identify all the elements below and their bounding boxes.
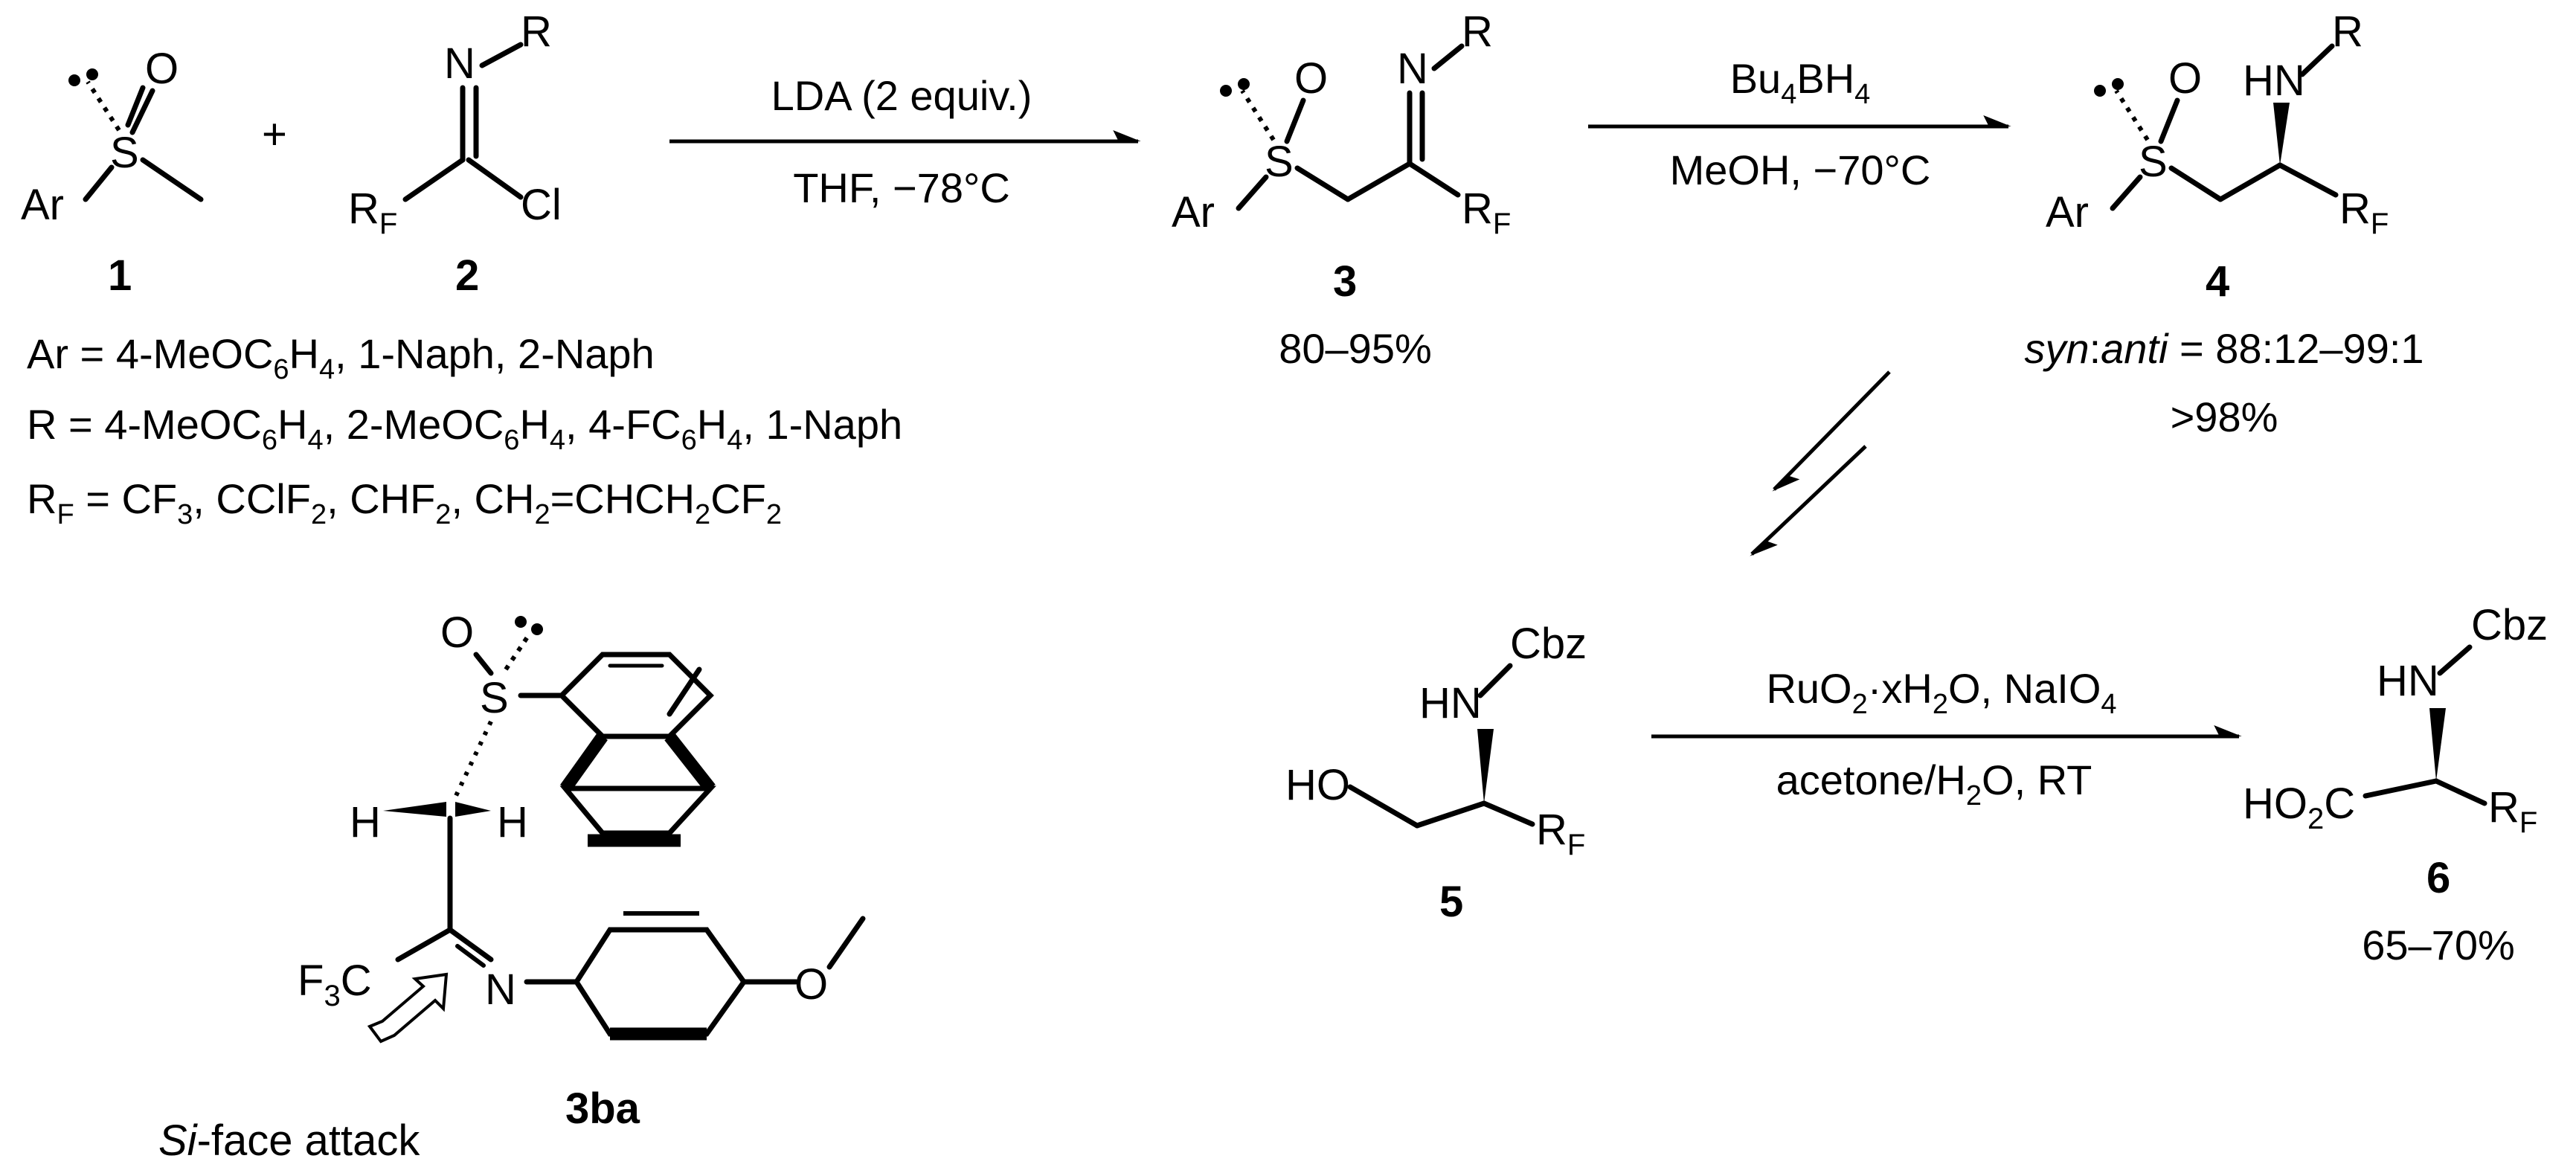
atom-rf: RF (1462, 184, 1511, 240)
wedge-bond (1477, 729, 1494, 803)
atom-rf: RF (2339, 184, 2389, 240)
substituent-definitions: Ar = 4-MeOC6H4, 1-Naph, 2-Naph R = 4-MeO… (27, 330, 902, 530)
atom-n: N (444, 39, 475, 88)
compound-4-label: 4 (2206, 257, 2229, 306)
atom-cbz: Cbz (2471, 601, 2548, 649)
atom-o: O (145, 45, 179, 93)
compound-6: HN Cbz HO2C RF 6 65–70% (2243, 601, 2548, 968)
attack-annotation: Si-face attack (158, 1116, 420, 1165)
arrow-1-reagent-below: THF, −78°C (793, 164, 1010, 211)
compound-3: Ar S O N R RF 3 80–95% (1172, 7, 1511, 372)
compound-3ba-label: 3ba (565, 1084, 640, 1133)
atom-h: H (350, 798, 381, 846)
atom-rf: RF (2488, 783, 2537, 839)
atom-n: N (485, 965, 516, 1014)
atom-s: S (1265, 138, 1294, 186)
atom-ar: Ar (1172, 188, 1215, 237)
atom-h: H (497, 798, 528, 846)
reaction-arrow-3: RuO2·xH2O, NaIO4 acetone/H2O, RT (1651, 665, 2242, 812)
rf-definition: RF = CF3, CClF2, CHF2, CH2=CHCH2CF2 (27, 475, 782, 530)
compound-5: HN Cbz HO RF 5 (1285, 620, 1587, 926)
wedge-bond (383, 802, 446, 817)
wedge-bond (2429, 708, 2446, 781)
atom-r: R (2332, 7, 2363, 56)
attack-arrow (367, 972, 449, 1044)
lone-pair-hash (1220, 78, 1276, 141)
atom-ar: Ar (21, 181, 64, 229)
lone-pair-hash (504, 616, 543, 671)
atom-rf: RF (348, 184, 397, 240)
atom-r: R (521, 7, 552, 56)
arrow-1-reagent-above: LDA (2 equiv.) (771, 72, 1032, 119)
compound-1: Ar S O 1 (21, 45, 204, 300)
atom-o: O (1294, 54, 1328, 103)
atom-cl: Cl (521, 181, 562, 229)
atom-ar: Ar (2046, 188, 2089, 237)
compound-4: Ar S O HN R RF 4 syn:anti = 88:12–99:1 >… (2024, 7, 2424, 440)
atom-s: S (2139, 138, 2168, 186)
ar-definition: Ar = 4-MeOC6H4, 1-Naph, 2-Naph (27, 330, 655, 385)
compound-6-label: 6 (2426, 854, 2450, 902)
compound-2-label: 2 (455, 251, 479, 300)
atom-o: O (794, 960, 828, 1009)
compound-3ba: O S H H F3C N (158, 608, 866, 1165)
compound-1-label: 1 (108, 251, 132, 300)
atom-s: S (110, 129, 139, 177)
arrow-2-reagent-below: MeOH, −70°C (1670, 147, 1931, 193)
compound-3-label: 3 (1333, 257, 1357, 306)
atom-s: S (480, 674, 509, 722)
atom-o: O (2168, 54, 2202, 103)
compound-3-yield: 80–95% (1279, 325, 1432, 372)
atom-f3c: F3C (298, 957, 372, 1012)
multistep-arrow (1750, 370, 1891, 556)
plus-sign: + (262, 110, 287, 158)
arrow-3-reagent-below: acetone/H2O, RT (1776, 756, 2092, 812)
wedge-bond (455, 802, 491, 817)
atom-hn: HN (2243, 57, 2305, 105)
compound-5-label: 5 (1439, 878, 1463, 926)
diastereomeric-ratio: syn:anti = 88:12–99:1 (2024, 325, 2424, 372)
compound-4-yield: >98% (2171, 393, 2278, 440)
atom-cbz: Cbz (1510, 620, 1587, 668)
atom-o: O (440, 608, 474, 657)
lone-pair-hash (68, 68, 121, 132)
arrow-2-reagent-above: Bu4BH4 (1730, 55, 1871, 110)
reaction-arrow-2: Bu4BH4 MeOH, −70°C (1588, 55, 2011, 193)
compound-6-yield: 65–70% (2362, 922, 2515, 968)
naphthyl-ring (518, 652, 716, 847)
hashed-bond (453, 720, 493, 799)
atom-hn: HN (1419, 679, 1482, 727)
wedge-bond (2273, 103, 2290, 165)
atom-ho: HO (1285, 761, 1350, 809)
atom-rf: RF (1536, 806, 1585, 861)
methoxyphenyl-ring: O (524, 911, 866, 1041)
lone-pair-hash (2094, 78, 2150, 141)
atom-n: N (1397, 45, 1428, 93)
atom-ho2c: HO2C (2243, 780, 2355, 835)
atom-hn: HN (2377, 657, 2439, 705)
reaction-arrow-1: LDA (2 equiv.) THF, −78°C (669, 72, 1141, 211)
r-definition: R = 4-MeOC6H4, 2-MeOC6H4, 4-FC6H4, 1-Nap… (27, 401, 902, 456)
arrow-3-reagent-above: RuO2·xH2O, NaIO4 (1766, 665, 2116, 720)
compound-2: N R RF Cl 2 (348, 7, 562, 300)
atom-r: R (1462, 7, 1493, 56)
